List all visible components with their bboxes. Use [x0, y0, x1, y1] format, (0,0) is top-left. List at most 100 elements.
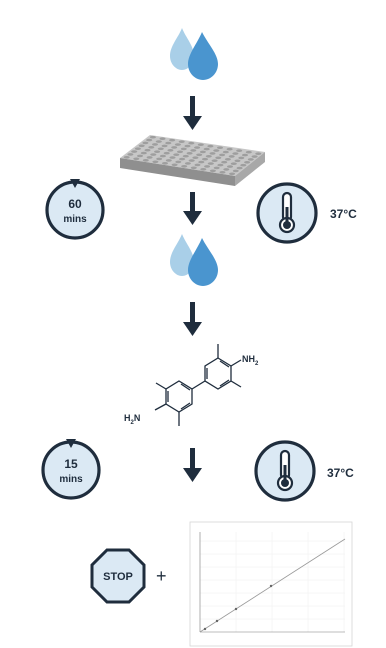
plate-well: [190, 149, 197, 152]
thermometer-icon-2: [254, 440, 316, 502]
plate-well: [232, 152, 239, 155]
plate-well: [157, 147, 164, 151]
plate-well: [190, 166, 197, 170]
droplets-icon-1: [170, 28, 218, 80]
plate-well: [179, 157, 186, 161]
arrow-down-icon-1: [183, 96, 202, 130]
stop-sign-icon: STOP: [90, 548, 146, 604]
plate-well: [169, 156, 176, 159]
droplet-dark-icon: [188, 238, 218, 286]
plate-well: [165, 141, 172, 145]
plate-well: [146, 156, 153, 159]
plate-well: [188, 159, 195, 162]
plate-well: [182, 154, 189, 158]
plate-well: [175, 160, 182, 164]
thermometer-icon-1: [256, 182, 318, 244]
timer-value-2: 15: [64, 457, 78, 471]
plate-well: [230, 162, 237, 165]
plot-point: [269, 584, 273, 588]
plate-well: [236, 149, 243, 152]
plate-well: [123, 156, 130, 159]
plate-well: [163, 151, 170, 155]
plate-well: [167, 149, 174, 152]
plate-well: [240, 163, 247, 167]
plate-well: [205, 155, 212, 158]
plate-well: [202, 157, 208, 161]
plate-well: [215, 156, 222, 160]
timer-unit-2: mins: [59, 474, 83, 485]
plate-well: [229, 172, 236, 176]
plate-well: [173, 153, 180, 156]
plate-well: [217, 163, 224, 167]
plate-well: [133, 157, 140, 161]
plate-well: [255, 152, 262, 155]
plate-well: [251, 155, 258, 158]
plate-well: [131, 150, 138, 153]
plate-well: [144, 148, 151, 152]
plate-well: [217, 146, 223, 149]
plate-well: [203, 147, 210, 151]
stop-label: STOP: [103, 571, 133, 583]
plot-point: [203, 627, 207, 631]
plate-well: [152, 160, 159, 164]
plate-well: [221, 160, 228, 164]
amine-label-bottom: H2N: [124, 413, 140, 426]
plate-well: [200, 168, 207, 171]
microplate-icon: [120, 135, 265, 186]
plate-well: [140, 151, 147, 155]
plate-well: [226, 147, 233, 151]
plate-well: [156, 157, 163, 161]
chemical-structure: [154, 344, 242, 426]
plate-well: [207, 162, 214, 165]
plate-well: [197, 143, 204, 146]
plate-well: [165, 159, 172, 162]
plate-well: [244, 161, 251, 164]
plate-well: [152, 143, 158, 146]
arrow-down-icon-3: [183, 302, 202, 336]
plate-well: [159, 137, 166, 140]
arrow-down-icon-2: [183, 192, 202, 225]
plate-well: [162, 162, 168, 165]
plate-well: [234, 159, 241, 163]
plate-well: [223, 168, 230, 171]
plus-sign: +: [156, 566, 167, 586]
plate-well: [154, 150, 161, 153]
timer-icon-1: 60 mins: [45, 179, 105, 240]
plate-well: [196, 153, 203, 157]
plate-well: [186, 152, 193, 155]
amine-label-top: NH2: [242, 354, 259, 367]
plate-well: [224, 158, 231, 161]
plate-well: [127, 153, 134, 156]
plot-point: [215, 619, 219, 623]
plate-well: [148, 146, 155, 149]
droplet-dark-icon: [188, 32, 218, 80]
plate-well: [138, 144, 145, 148]
plate-well: [161, 144, 168, 148]
plate-well: [238, 156, 245, 160]
plate-well: [181, 165, 188, 168]
plot-fit-line: [199, 538, 346, 633]
plate-well: [228, 155, 235, 158]
plate-well: [236, 166, 243, 170]
plate-well: [192, 156, 199, 159]
plate-well: [219, 153, 226, 157]
plate-well: [222, 150, 229, 154]
plate-well: [219, 171, 226, 174]
plate-well: [209, 152, 216, 155]
plate-well: [207, 144, 214, 148]
plate-well: [142, 141, 149, 145]
plate-well: [198, 160, 205, 164]
plate-well: [171, 146, 178, 149]
plate-well: [211, 159, 218, 162]
timer-unit-1: mins: [63, 214, 87, 225]
plate-well: [150, 153, 157, 156]
plate-well: [232, 169, 239, 173]
plate-well: [245, 150, 252, 154]
droplet-light-icon: [170, 28, 194, 70]
plate-well: [213, 149, 220, 152]
plate-well: [194, 146, 201, 149]
plate-well: [155, 140, 162, 143]
plate-well: [149, 135, 156, 139]
timer-icon-2: 15 mins: [41, 439, 101, 500]
